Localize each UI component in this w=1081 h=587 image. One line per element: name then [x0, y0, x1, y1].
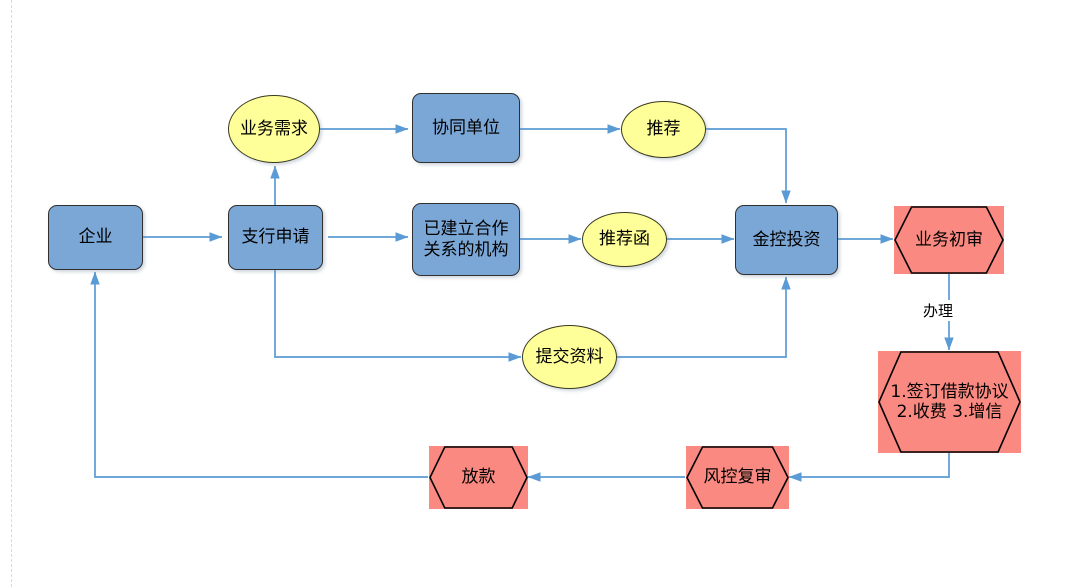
node-yewu-chushen-label: 业务初审	[915, 229, 983, 250]
edge-qianding-fengkong	[788, 453, 950, 482]
node-qiye-label: 企业	[78, 227, 113, 248]
node-tuijian-label: 推荐	[646, 119, 681, 140]
node-hezuo-jigou-label: 已建立合作 关系的机构	[423, 219, 509, 260]
page-margin-guide	[11, 0, 12, 587]
edge-fangkuan-qiye	[90, 271, 428, 478]
node-jinkong-touzi[interactable]: 金控投资	[735, 205, 838, 275]
node-tijiao-ziliao[interactable]: 提交资料	[522, 325, 617, 389]
node-qiye[interactable]: 企业	[48, 205, 143, 270]
node-fangkuan[interactable]: 放款	[429, 446, 528, 509]
node-tijiao-ziliao-label: 提交资料	[535, 346, 604, 367]
node-yewu-xuqiu-label: 业务需求	[240, 118, 308, 139]
hexagon-outline	[878, 351, 1021, 453]
node-fangkuan-label: 放款	[461, 467, 496, 488]
hexagon-fill	[894, 206, 1004, 274]
node-fengkong-fushen-label: 风控复审	[703, 467, 772, 488]
hexagon-outline	[686, 446, 789, 509]
node-fengkong-fushen[interactable]: 风控复审	[686, 446, 789, 509]
node-yewu-chushen[interactable]: 业务初审	[894, 206, 1004, 274]
node-tuijian[interactable]: 推荐	[621, 101, 706, 158]
connector-paths	[90, 124, 954, 482]
node-qianding-xieyi-label: 1.签订借款协议 2.收费 3.增信	[890, 381, 1009, 422]
hexagon-outline	[894, 206, 1004, 274]
edge-tuijian-jinkong	[705, 128, 791, 204]
hexagon-fill	[686, 446, 789, 509]
hexagon-fill	[878, 351, 1021, 453]
node-hezuo-jigou[interactable]: 已建立合作 关系的机构	[412, 203, 520, 276]
node-jinkong-touzi-label: 金控投资	[752, 229, 821, 250]
node-yewu-xuqiu[interactable]: 业务需求	[228, 95, 320, 163]
node-zhihang-shenqing-label: 支行申请	[241, 227, 310, 248]
node-qianding-xieyi[interactable]: 1.签订借款协议 2.收费 3.增信	[878, 351, 1021, 453]
edge-tijiaoziliao-jinkong	[617, 276, 791, 358]
hexagon-outline	[429, 446, 528, 509]
node-tuijian-han-label: 推荐函	[599, 229, 650, 250]
node-tuijian-han[interactable]: 推荐函	[582, 212, 667, 267]
node-xietong-danwei-label: 协同单位	[432, 117, 500, 138]
hexagon-fill	[429, 446, 528, 509]
node-zhihang-shenqing[interactable]: 支行申请	[228, 205, 323, 270]
edge-zhihang-tijiaoziliao	[274, 270, 522, 362]
edge-label-banli: 办理	[921, 300, 956, 321]
node-xietong-danwei[interactable]: 协同单位	[412, 93, 520, 163]
